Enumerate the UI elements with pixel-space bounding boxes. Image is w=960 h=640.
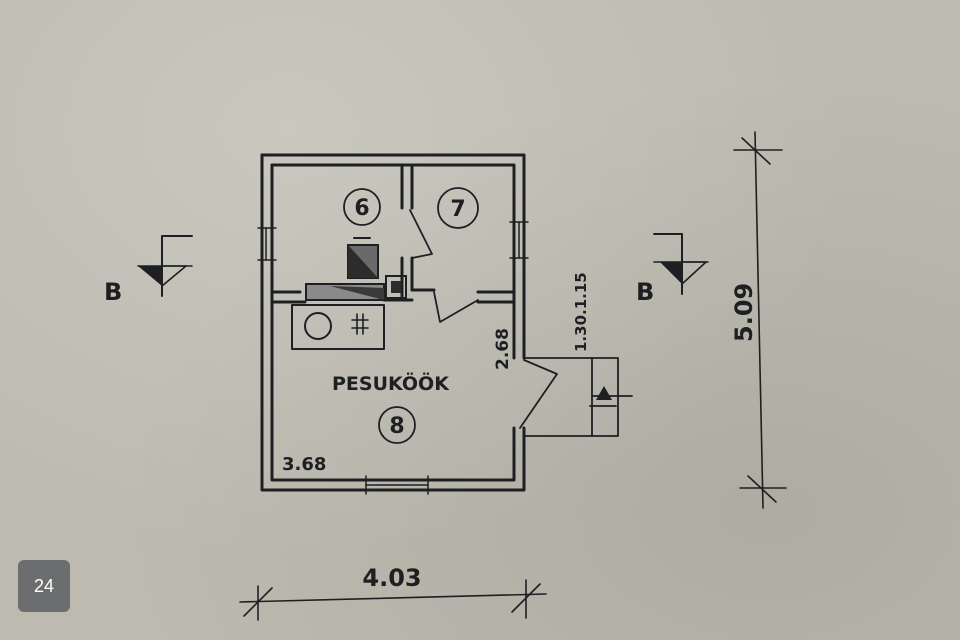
window-left xyxy=(257,227,277,261)
sink-counter xyxy=(291,304,385,350)
room-label-8: 8 xyxy=(378,406,416,444)
section-marker-left: B xyxy=(104,235,193,306)
section-label-right: B xyxy=(636,278,654,306)
room-label-7: 7 xyxy=(437,187,479,229)
height-dimension-label: 5.09 xyxy=(730,283,758,342)
room-number-6: 6 xyxy=(354,196,369,221)
entrance-step xyxy=(523,357,633,437)
chimney xyxy=(305,237,407,301)
width-dimension-label: 4.03 xyxy=(362,564,421,592)
room-number-7: 7 xyxy=(450,197,465,222)
outer-walls xyxy=(260,153,526,492)
window-bottom xyxy=(365,475,429,495)
room-label-6: 6 xyxy=(343,188,381,226)
room-number-8: 8 xyxy=(389,414,404,439)
section-label-left: B xyxy=(104,278,122,306)
page-number-badge: 24 xyxy=(18,560,70,612)
room-area-label: 3.68 xyxy=(282,454,326,475)
room-name-label: PESUKÖÖK xyxy=(332,371,450,395)
section-marker-right: B xyxy=(636,233,709,306)
window-right xyxy=(509,221,529,259)
height-dimension xyxy=(733,131,787,509)
width-dimension xyxy=(239,579,547,621)
door-swings xyxy=(409,209,558,429)
room-height-label: 2.68 xyxy=(493,328,513,370)
window-size-label: 1.30.1.15 xyxy=(572,272,590,352)
inner-walls xyxy=(270,163,516,304)
